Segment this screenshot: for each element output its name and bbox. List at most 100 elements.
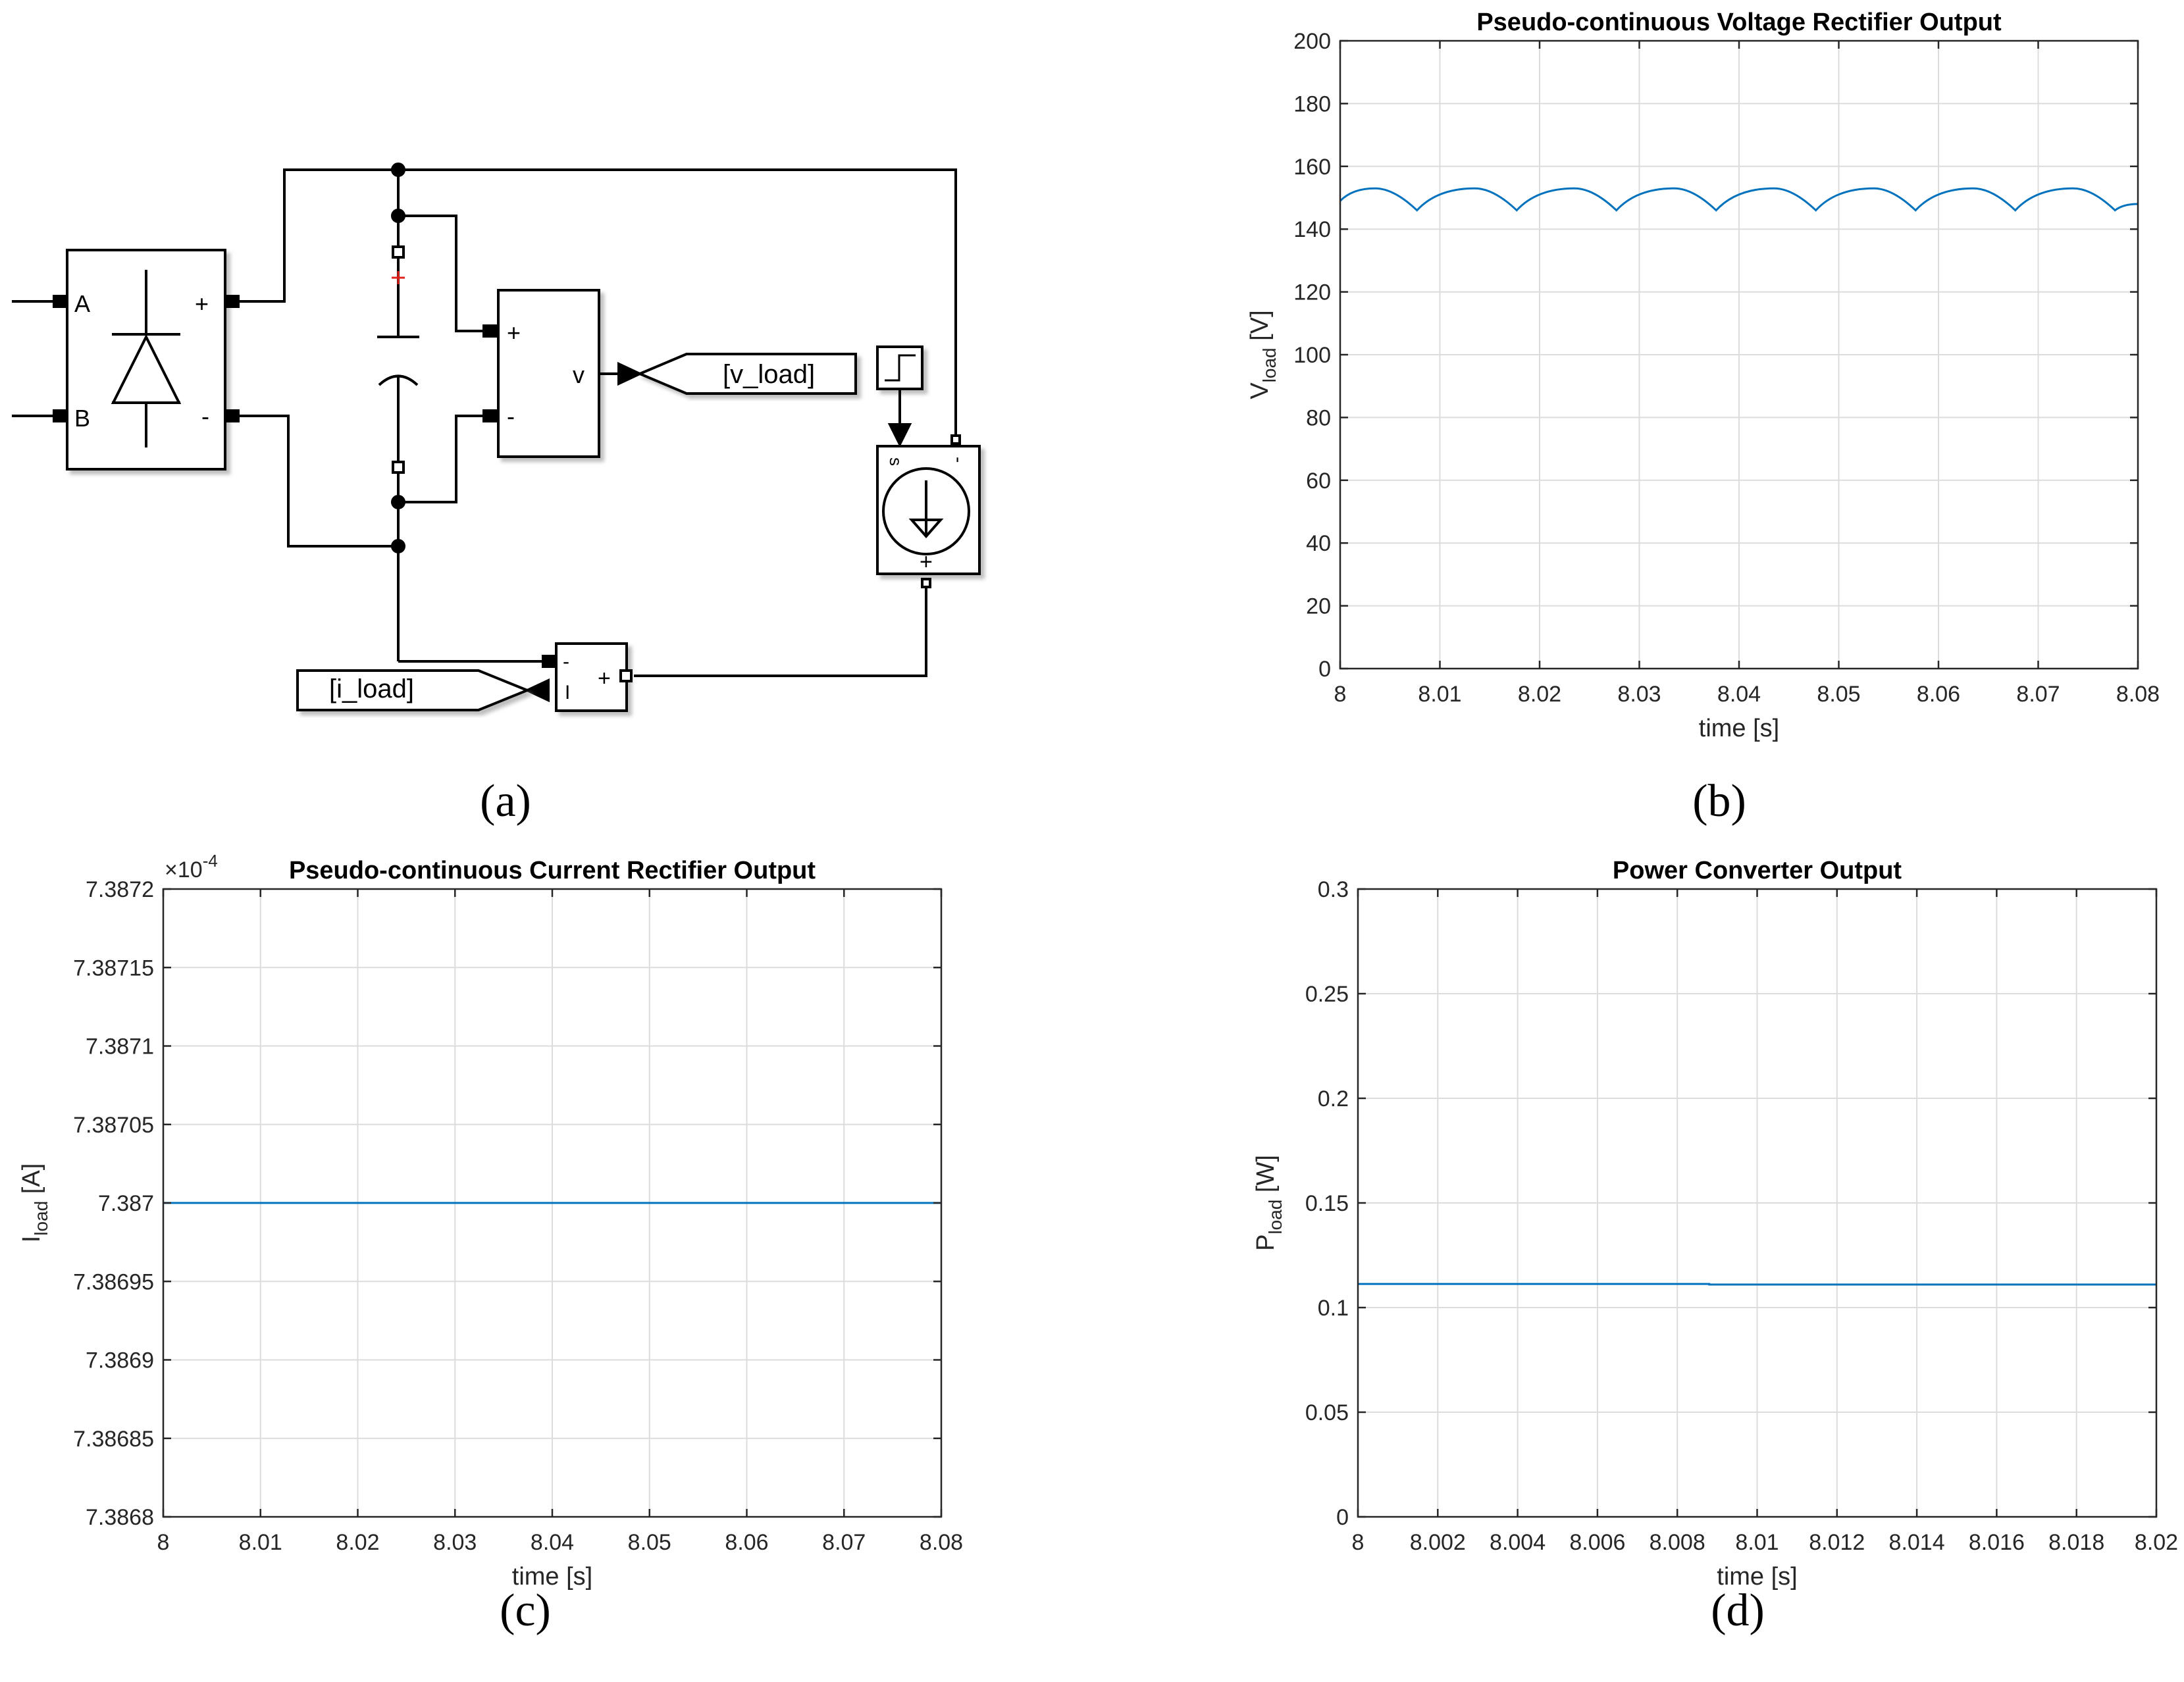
y-tick-label: 0.25 [1305,982,1349,1007]
wire-negative-rail [238,415,398,548]
x-tick-label: 8.03 [1617,682,1661,707]
panel-a-caption: (a) [480,776,531,827]
y-tick-label: 160 [1293,155,1331,180]
current-source-icon [882,467,970,555]
x-tick-label: 8.018 [2048,1530,2104,1555]
voltmeter-out-label: v [573,361,585,388]
y-tick-label: 0.1 [1318,1296,1349,1321]
x-tick-label: 8 [157,1530,170,1555]
power-chart: 8 8.002 8.004 8.006 8.008 8.01 8.012 8.014 8.016… [1252,857,2178,1591]
x-tick-label: 8.08 [920,1530,963,1555]
y-tick-label: 7.3869 [86,1348,154,1373]
v-load-tag [636,353,857,395]
y-tick-label: 7.38715 [73,956,154,981]
source-plus-label: + [920,549,933,574]
y-tick-label: 120 [1293,280,1331,305]
x-tick-label: 8.006 [1569,1530,1625,1555]
x-tick-label: 8.01 [239,1530,282,1555]
y-axis-label: Pload [W] [1252,1155,1286,1251]
junction-dot [391,495,405,509]
y-axis-label: Iload [A] [18,1163,51,1243]
y-tick-label: 7.38695 [73,1269,154,1294]
source-s-label: s [886,457,906,466]
x-tick-label: 8.01 [1418,682,1461,707]
y-tick-label: 0 [1318,657,1331,682]
x-tick-label: 8.002 [1410,1530,1466,1555]
x-tick-label: 8.008 [1650,1530,1705,1555]
panel-b-caption: (b) [1692,776,1746,827]
y-tick-label: 200 [1293,29,1331,54]
x-tick-label: 8.012 [1809,1530,1865,1555]
chart-title: Power Converter Output [1613,857,1902,884]
junction-dot [391,539,405,553]
i-load-tag-label: [i_load] [329,675,414,703]
y-tick-label: 60 [1306,469,1331,494]
source-minus-label: - [949,457,969,463]
rectifier-port-minus-label: - [201,403,209,430]
voltage-sensor-block [497,289,600,458]
junction-dot [391,163,405,177]
x-tick-label: 8.014 [1889,1530,1945,1555]
port-b-marker [53,409,68,422]
y-tick-label: 7.3871 [86,1034,154,1059]
junction-dot [391,209,405,223]
x-tick-label: 8.016 [1969,1530,2025,1555]
rectifier-port-a-label: A [74,290,90,317]
panel-c-caption: (c) [500,1585,551,1636]
step-icon [885,354,916,382]
y-tick-label: 7.3868 [86,1505,154,1530]
x-tick-label: 8.05 [628,1530,671,1555]
i-out-arrow [524,678,550,703]
data-series-line [1339,187,2139,212]
y-tick-label: 20 [1306,594,1331,619]
x-axis-label: time [s] [1699,715,1779,742]
x-tick-label: 8.04 [1717,682,1761,707]
x-tick-label: 8.01 [1735,1530,1779,1555]
y-tick-label: 7.3872 [86,877,154,902]
port-plus-marker [224,295,240,308]
capacitor-plate-bottom [378,374,419,386]
voltmeter-plus-label: + [507,319,521,346]
data-series-line [1358,1283,2156,1286]
y-tick-label: 7.387 [98,1191,154,1216]
chart-title: Pseudo-continuous Current Rectifier Outp… [289,857,816,884]
x-tick-label: 8 [1352,1530,1365,1555]
wire-source-return [634,587,927,677]
v-load-tag-label: [v_load] [723,360,815,389]
ammeter-plus-label: + [598,666,611,691]
wire-positive-rail [238,168,957,438]
x-tick-label: 8.02 [336,1530,379,1555]
y-tick-label: 0.2 [1318,1086,1349,1111]
x-tick-label: 8.08 [2116,682,2160,707]
circuit-diagram [12,163,981,712]
ammeter-out-label: I [565,682,570,703]
rectifier-port-plus-label: + [195,290,209,317]
y-tick-label: 40 [1306,531,1331,556]
wire-voltmeter-plus [398,215,484,332]
chart-title: Pseudo-continuous Voltage Rectifier Outp… [1476,9,2002,36]
y-exponent-label: ×10-4 [165,851,218,882]
rectifier-port-b-label: B [74,405,90,432]
y-axis-label: Vload [V] [1246,310,1280,399]
x-tick-label: 8.004 [1490,1530,1546,1555]
y-tick-label: 0 [1336,1505,1349,1530]
y-tick-label: 7.38705 [73,1113,154,1138]
x-tick-label: 8.02 [1518,682,1561,707]
x-tick-label: 8.04 [531,1530,574,1555]
y-tick-label: 7.38685 [73,1427,154,1452]
voltmeter-minus-label: - [507,403,515,430]
port-a-marker [53,295,68,308]
port-minus-marker [224,409,240,422]
x-tick-label: 8.03 [433,1530,477,1555]
y-tick-label: 0.15 [1305,1191,1349,1216]
diode-icon [111,270,182,447]
panel-d-caption: (d) [1711,1585,1765,1636]
x-tick-label: 8.06 [1917,682,1960,707]
y-tick-label: 80 [1306,405,1331,430]
step-arrow [887,423,912,447]
v-out-arrow [617,361,643,386]
cap-top-terminal [392,245,405,259]
